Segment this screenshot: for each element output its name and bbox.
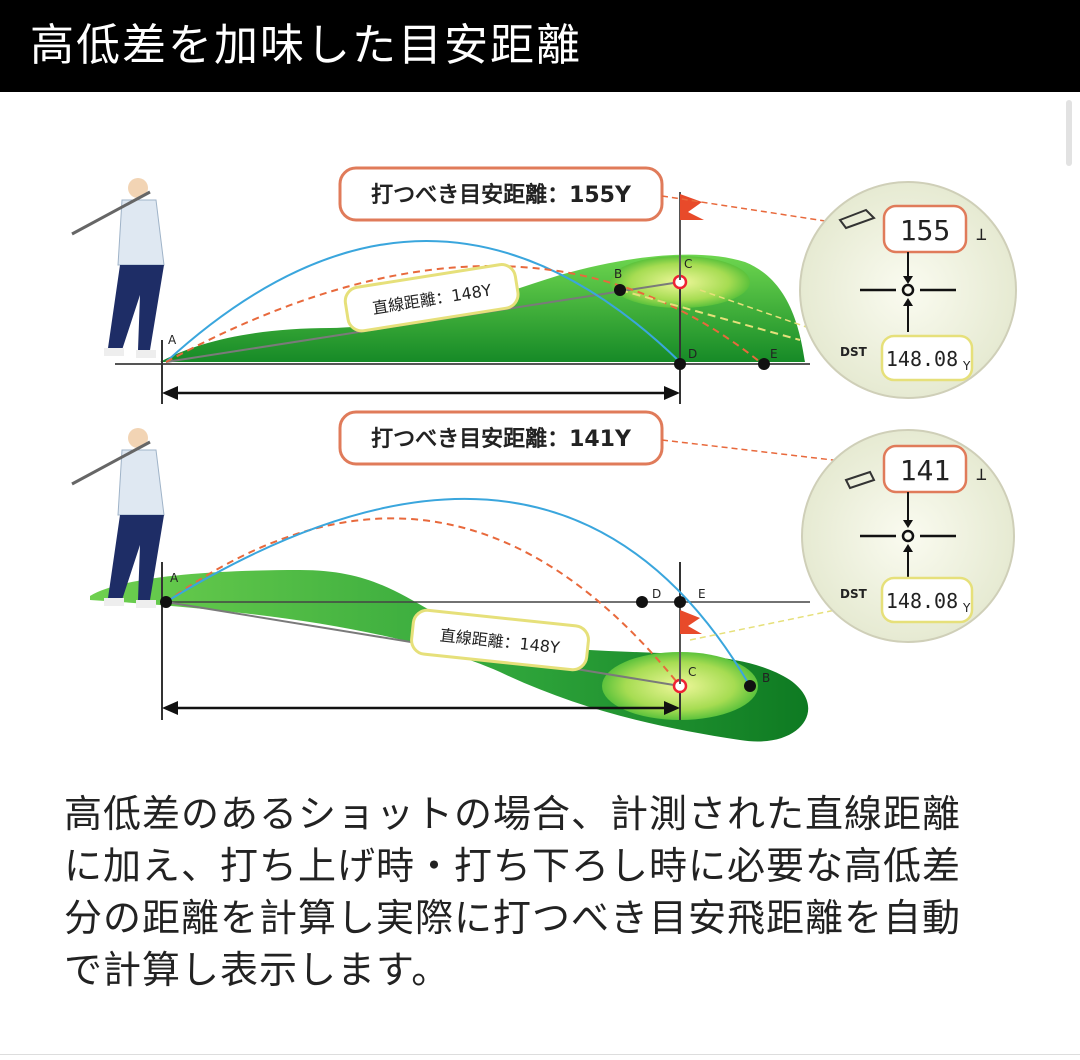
point-d: [636, 596, 648, 608]
label-d: D: [688, 347, 697, 361]
downhill-scene: A D E C B 打つべき目安距離：141Y 直線距離：148Y 141 ⊥: [71, 410, 1015, 742]
target-distance-callout: [338, 166, 664, 222]
description-line: 高低差のあるショットの場合、計測された直線距離: [64, 792, 962, 836]
target-distance-callout: [338, 410, 664, 466]
divider: [0, 1054, 1080, 1055]
header-bar: 高低差を加味した目安距離: [0, 0, 1080, 92]
flag-icon: [679, 608, 702, 684]
elevation-diagram: A B C D E 打つべき目安距離：155Y 直線距離：148Y 155 ⊥: [71, 166, 1017, 742]
label-b: B: [614, 267, 622, 281]
adjusted-distance-readout: 141: [900, 454, 951, 487]
straight-distance-readout: 148.08: [886, 589, 958, 613]
dst-label: DST: [840, 345, 868, 359]
golfer-figure: [71, 428, 165, 608]
actual-trajectory: [165, 497, 751, 687]
target-distance-text: 打つべき目安距離：155Y: [371, 182, 632, 208]
label-e: E: [770, 347, 778, 361]
page-title: 高低差を加味した目安距離: [30, 20, 582, 71]
point-e: [674, 596, 686, 608]
crosshair-icon: [901, 529, 915, 543]
label-a: A: [170, 571, 179, 585]
dst-label: DST: [840, 587, 868, 601]
adjusted-trajectory: [165, 517, 681, 687]
rangefinder-display-downhill: 141 ⊥ DST 148.08 Y: [801, 429, 1015, 643]
description-text: 高低差のあるショットの場合、計測された直線距離 に加え、打ち上げ時・打ち下ろし時…: [64, 788, 1024, 996]
straight-distance-callout: [410, 608, 590, 672]
point-d: [674, 358, 686, 370]
adjusted-distance-readout: 155: [900, 214, 951, 247]
crosshair-icon: [901, 283, 915, 297]
point-a: [160, 596, 172, 608]
point-b: [744, 680, 756, 692]
slope-icon: ⊥: [976, 224, 987, 245]
actual-trajectory: [165, 240, 681, 363]
point-b: [614, 284, 626, 296]
label-b: B: [762, 671, 770, 685]
golfer-figure: [71, 178, 165, 358]
label-d: D: [652, 587, 661, 601]
rangefinder-display-uphill: 155 ⊥ DST 148.08 Y: [799, 181, 1017, 399]
point-e: [758, 358, 770, 370]
scrollbar[interactable]: [1066, 100, 1072, 166]
unit-label: Y: [962, 601, 971, 615]
uphill-scene: A B C D E 打つべき目安距離：155Y 直線距離：148Y 155 ⊥: [71, 166, 1017, 404]
straight-distance-readout: 148.08: [886, 347, 958, 371]
description-line: に加え、打ち上げ時・打ち下ろし時に必要な高低差: [64, 844, 962, 888]
description-line: 分の距離を計算し実際に打つべき目安飛距離を自動: [64, 896, 962, 940]
straight-distance-callout: [343, 263, 520, 333]
label-c: C: [688, 665, 696, 679]
rangefinder-icon: [844, 470, 876, 490]
unit-label: Y: [962, 359, 971, 373]
label-e: E: [698, 587, 706, 601]
label-c: C: [684, 257, 692, 271]
slope-icon: ⊥: [976, 464, 987, 485]
flag-icon: [679, 192, 704, 280]
description-line: で計算し表示します。: [64, 948, 451, 992]
label-a: A: [168, 333, 177, 347]
target-distance-text: 打つべき目安距離：141Y: [371, 426, 632, 452]
rangefinder-icon: [838, 208, 876, 230]
